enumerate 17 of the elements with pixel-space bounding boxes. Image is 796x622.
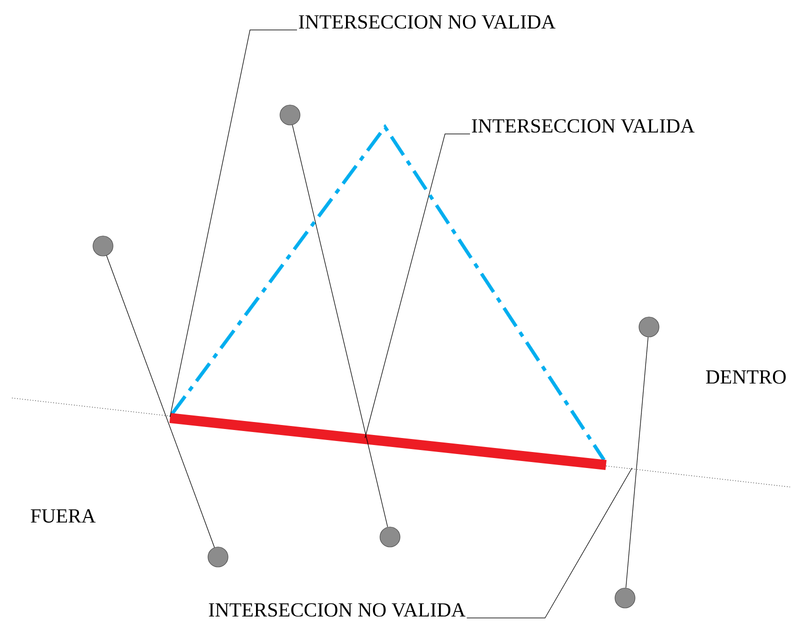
leader-label: INTERSECCION NO VALIDA [208,603,466,617]
line-segment [626,336,648,588]
endpoint-circle [638,316,660,338]
line-segment [292,124,388,528]
endpoint-circle [614,588,636,608]
line-segment [106,255,215,548]
leader-line [364,134,470,438]
endpoint-circle [92,236,114,256]
leader-line [170,30,298,418]
endpoint-circle [208,546,228,568]
leader-label: INTERSECCION NO VALIDA [298,15,556,29]
region-label: FUERA [30,509,96,523]
region-label: DENTRO [706,370,786,384]
leader-label: INTERSECCION VALIDA [472,119,695,133]
endpoint-circle [280,104,300,126]
endpoint-circle [380,526,400,548]
leader-line [466,468,632,618]
